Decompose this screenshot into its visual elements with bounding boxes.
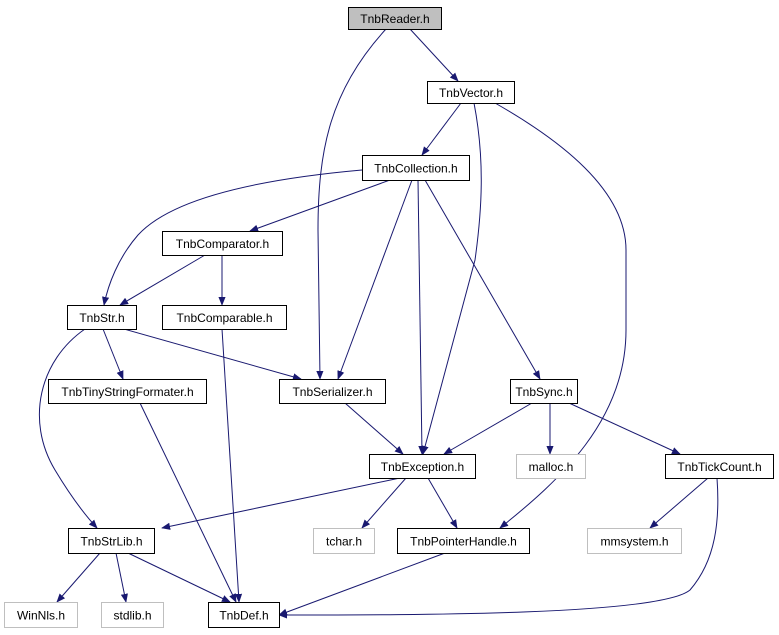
edge-strlib-to-stdlib [115,552,128,603]
node-serializer[interactable]: TnbSerializer.h [279,379,386,404]
node-label-str: TnbStr.h [79,311,124,325]
edge-collection-to-comparator [249,179,391,232]
node-label-malloc: malloc.h [529,460,574,474]
node-label-exception: TnbException.h [381,460,464,474]
node-box-pointer [397,528,530,554]
node-comparator[interactable]: TnbComparator.h [162,231,283,256]
node-label-tiny: TnbTinyStringFormater.h [61,385,193,399]
node-box-tiny [48,379,207,404]
edge-str-to-serializer [123,328,302,381]
node-box-tchar [313,528,375,554]
edge-reader-to-serializer [316,28,387,380]
node-box-str [67,305,137,330]
edge-exception-to-strlib [161,477,401,530]
node-label-serializer: TnbSerializer.h [292,385,372,399]
node-label-reader: TnbReader.h [360,12,429,26]
node-vector[interactable]: TnbVector.h [427,81,515,104]
edge-comparator-to-str [119,254,206,306]
edge-collection-to-sync [424,179,541,380]
edge-comparable-to-def [221,328,243,603]
edge-tiny-to-def [139,402,237,603]
node-box-tick [665,454,774,479]
node-tick[interactable]: TnbTickCount.h [665,454,774,479]
edge-str-to-strlib [38,328,98,529]
node-box-def [208,602,280,628]
node-box-comparator [162,231,283,256]
node-str[interactable]: TnbStr.h [67,305,137,330]
node-def[interactable]: TnbDef.h [208,602,280,628]
node-box-mmsystem [587,528,682,554]
edge-vector-to-collection [421,102,462,156]
node-label-stdlib: stdlib.h [113,609,151,623]
edge-exception-to-tchar [361,477,407,529]
node-label-vector: TnbVector.h [439,86,503,100]
node-pointer[interactable]: TnbPointerHandle.h [397,528,530,554]
edge-serializer-to-exception [344,402,404,455]
edge-pointer-to-def [278,552,446,616]
edge-sync-to-exception [443,402,533,455]
node-box-exception [369,454,476,479]
node-label-tick: TnbTickCount.h [677,460,761,474]
node-box-strlib [68,528,155,554]
edge-vector-to-pointer [494,102,627,529]
node-label-winnls: WinNls.h [17,609,65,623]
edge-reader-to-vector [409,28,459,82]
edge-vector-to-exception [421,102,482,455]
node-label-mmsystem: mmsystem.h [600,535,668,549]
node-reader[interactable]: TnbReader.h [348,7,442,30]
edge-collection-to-str [102,169,363,306]
node-tchar: tchar.h [313,528,375,554]
edge-sync-to-tick [568,402,681,455]
node-comparable[interactable]: TnbComparable.h [162,305,287,330]
node-malloc: malloc.h [516,454,586,479]
node-label-pointer: TnbPointerHandle.h [410,535,517,549]
node-box-serializer [279,379,386,404]
node-box-collection [362,155,470,181]
nodes-layer: TnbReader.hTnbVector.hTnbCollection.hTnb… [4,7,774,628]
node-box-winnls [4,602,78,628]
node-box-stdlib [101,602,164,628]
node-stdlib: stdlib.h [101,602,164,628]
node-box-reader [348,7,442,30]
node-box-sync [510,379,578,404]
node-sync[interactable]: TnbSync.h [510,379,578,404]
node-collection[interactable]: TnbCollection.h [362,155,470,181]
node-winnls: WinNls.h [4,602,78,628]
node-strlib[interactable]: TnbStrLib.h [68,528,155,554]
node-label-strlib: TnbStrLib.h [80,535,142,549]
node-box-comparable [162,305,287,330]
node-tiny[interactable]: TnbTinyStringFormater.h [48,379,207,404]
node-label-def: TnbDef.h [219,609,268,623]
node-box-malloc [516,454,586,479]
edge-tick-to-mmsystem [649,477,709,529]
edge-tick-to-def [278,477,719,619]
edges-layer [38,28,719,619]
edge-strlib-to-winnls [56,552,101,603]
node-label-sync: TnbSync.h [515,385,572,399]
node-label-tchar: tchar.h [326,535,362,549]
node-exception[interactable]: TnbException.h [369,454,476,479]
edge-strlib-to-def [127,552,231,603]
edge-collection-to-exception [417,179,426,455]
edge-exception-to-pointer [427,477,458,529]
node-box-vector [427,81,515,104]
node-mmsystem: mmsystem.h [587,528,682,554]
node-label-comparable: TnbComparable.h [176,311,272,325]
node-label-collection: TnbCollection.h [374,162,457,176]
edge-collection-to-serializer [337,179,413,380]
edge-str-to-tiny [102,328,124,380]
node-label-comparator: TnbComparator.h [176,237,269,251]
